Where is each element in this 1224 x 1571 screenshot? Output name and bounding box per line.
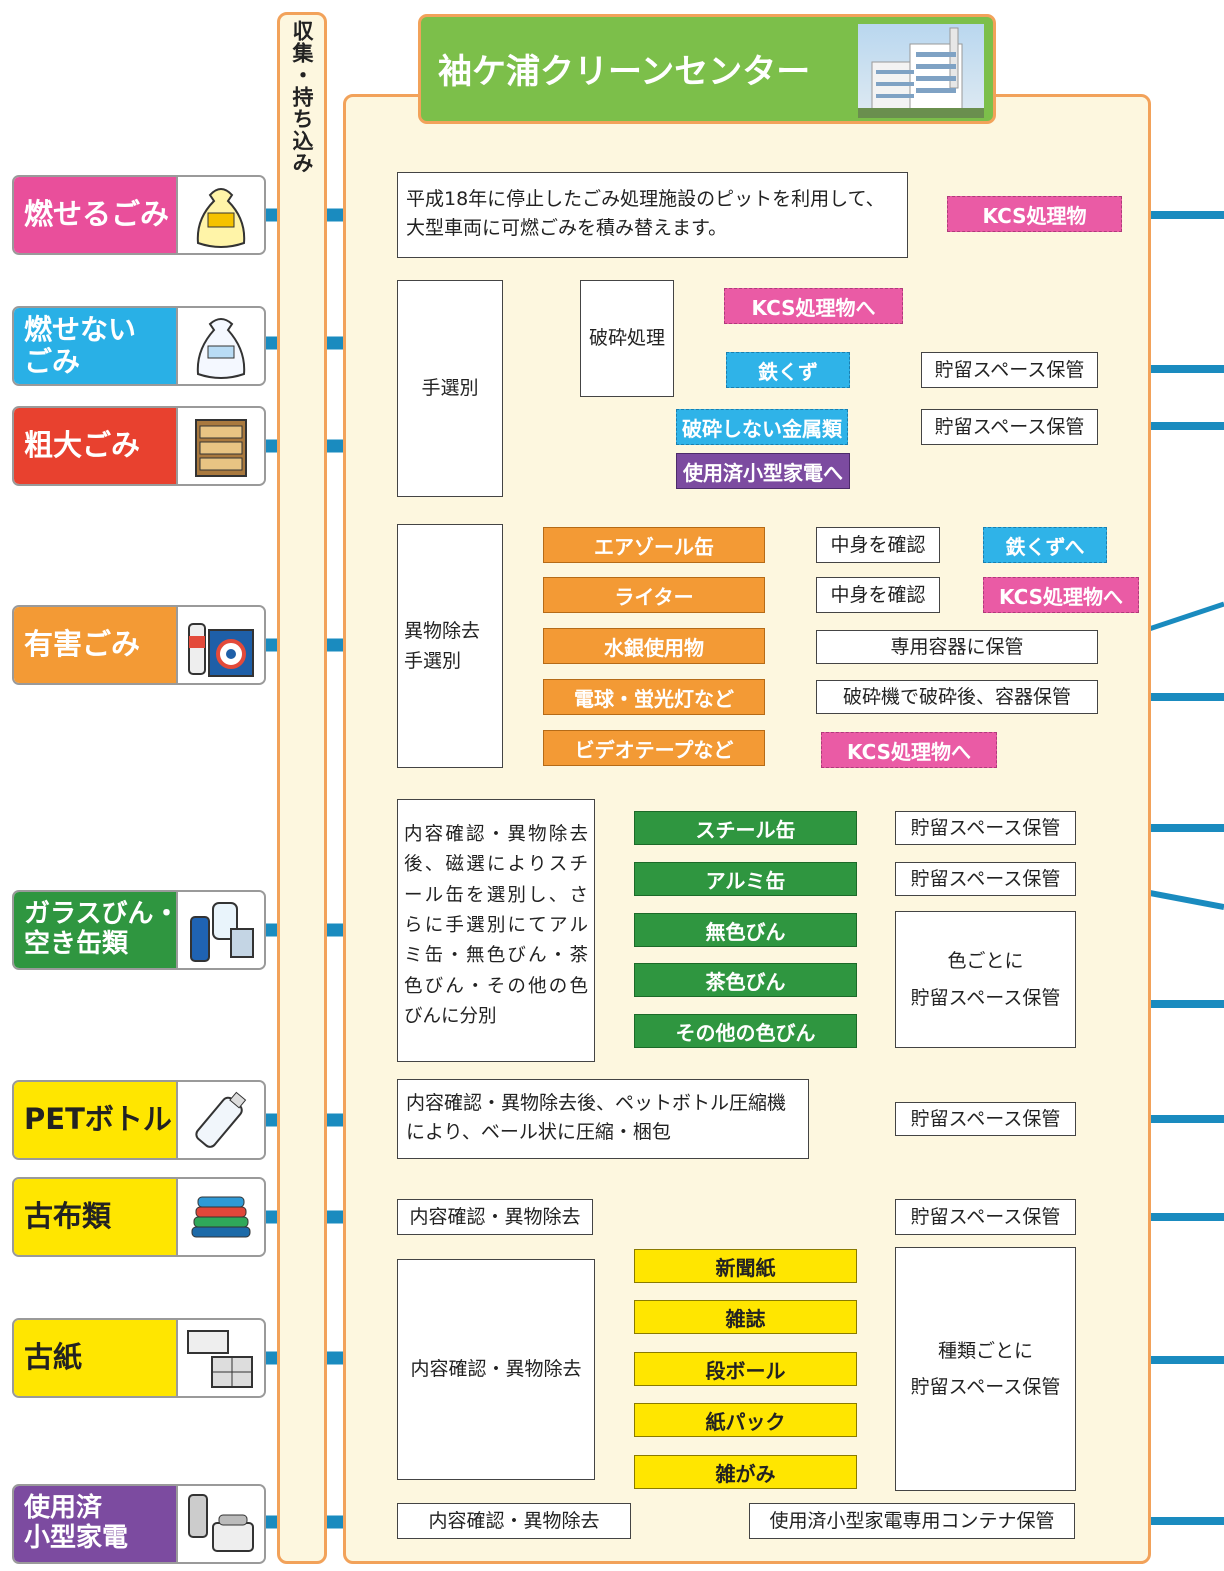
storage-box-metals: 貯留スペース保管 — [921, 409, 1098, 445]
newspaper-bundle-icon — [176, 1320, 264, 1396]
crush-process-box: 破砕処理 — [580, 280, 674, 397]
bulbs-tag: 電球・蛍光灯など — [543, 679, 765, 715]
category-label: 燃せるごみ — [14, 177, 182, 253]
category-label: PETボトル — [14, 1082, 182, 1158]
small-appliance-tag: 使用済小型家電へ — [676, 453, 850, 489]
category-bulky: 粗大ごみ — [12, 406, 266, 486]
aerosol-check-box: 中身を確認 — [816, 527, 940, 563]
paper-storage-box: 種類ごとに 貯留スペース保管 — [895, 1247, 1076, 1491]
hazardous-process-box: 異物除去 手選別 — [397, 524, 503, 768]
color-storage-box: 色ごとに 貯留スペース保管 — [895, 911, 1076, 1048]
steel-can-tag: スチール缶 — [634, 811, 857, 845]
other-color-bottle-tag: その他の色びん — [634, 1014, 857, 1048]
lighter-check-box: 中身を確認 — [816, 577, 940, 613]
appliance-process-box: 内容確認・異物除去 — [397, 1503, 631, 1539]
misc-paper-tag: 雑がみ — [634, 1455, 857, 1489]
category-label: 古紙 — [14, 1320, 182, 1396]
category-pet-bottle: PETボトル — [12, 1080, 266, 1160]
pet-storage-box: 貯留スペース保管 — [895, 1102, 1076, 1136]
clothes-stack-icon — [176, 1179, 264, 1255]
clear-bottle-tag: 無色びん — [634, 913, 857, 947]
category-glass-cans: ガラスびん・ 空き缶類 — [12, 890, 266, 970]
category-paper: 古紙 — [12, 1318, 266, 1398]
category-label: 使用済 小型家電 — [14, 1486, 182, 1562]
kcs-output-tag: KCS処理物 — [947, 196, 1122, 232]
aluminum-can-tag: アルミ缶 — [634, 862, 857, 896]
category-label: 古布類 — [14, 1179, 182, 1255]
burnable-process-box: 平成18年に停止したごみ処理施設のピットを利用して、 大型車両に可燃ごみを積み替… — [397, 172, 908, 258]
facility-title: 袖ケ浦クリーンセンター — [438, 52, 811, 92]
aerosol-tag: エアゾール缶 — [543, 527, 765, 563]
lighter-tag: ライター — [543, 577, 765, 613]
category-label: 粗大ごみ — [14, 408, 182, 484]
steel-storage-box: 貯留スペース保管 — [895, 811, 1076, 845]
newspaper-tag: 新聞紙 — [634, 1249, 857, 1283]
category-label: 有害ごみ — [14, 607, 182, 683]
pet-process-box: 内容確認・異物除去後、ペットボトル圧縮機 により、ベール状に圧縮・梱包 — [397, 1079, 809, 1159]
storage-box-iron: 貯留スペース保管 — [921, 352, 1098, 388]
category-burnable: 燃せるごみ — [12, 175, 266, 255]
category-cloth: 古布類 — [12, 1177, 266, 1257]
iron-scrap-tag: 鉄くず — [726, 352, 850, 388]
category-hazardous: 有害ごみ — [12, 605, 266, 685]
cloth-process-box: 内容確認・異物除去 — [397, 1199, 593, 1235]
hand-sort-box: 手選別 — [397, 280, 503, 497]
vertical-label: 収集・持ち込み — [290, 20, 314, 174]
paper-carton-tag: 紙パック — [634, 1403, 857, 1437]
bottle-can-icon — [176, 892, 264, 968]
category-label: 燃せない ごみ — [14, 308, 182, 384]
building-photo — [858, 24, 984, 118]
video-tag: ビデオテープなど — [543, 730, 765, 766]
category-label: ガラスびん・ 空き缶類 — [14, 892, 182, 968]
dresser-icon — [176, 408, 264, 484]
bulbs-out-box: 破砕機で破砕後、容器保管 — [816, 680, 1098, 714]
pet-bottle-icon — [176, 1082, 264, 1158]
cloth-storage-box: 貯留スペース保管 — [895, 1199, 1076, 1235]
phone-appliance-icon — [176, 1486, 264, 1562]
metals-tag: 破砕しない金属類 — [676, 409, 848, 445]
mercury-tag: 水銀使用物 — [543, 628, 765, 664]
category-small-appliance: 使用済 小型家電 — [12, 1484, 266, 1564]
garbage-bag-yellow-icon — [176, 177, 264, 253]
collection-strip — [277, 12, 327, 1564]
mercury-out-box: 専用容器に保管 — [816, 630, 1098, 664]
appliance-storage-box: 使用済小型家電専用コンテナ保管 — [749, 1503, 1075, 1539]
garbage-bag-clear-icon — [176, 308, 264, 384]
category-nonburnable: 燃せない ごみ — [12, 306, 266, 386]
aluminum-storage-box: 貯留スペース保管 — [895, 862, 1076, 896]
brown-bottle-tag: 茶色びん — [634, 963, 857, 997]
lighter-out-tag: KCS処理物へ — [983, 577, 1139, 613]
aerosol-out-tag: 鉄くずへ — [983, 527, 1107, 563]
to-kcs-tag: KCS処理物へ — [724, 288, 903, 324]
magazine-tag: 雑誌 — [634, 1300, 857, 1334]
video-out-tag: KCS処理物へ — [821, 732, 997, 768]
spray-can-battery-icon — [176, 607, 264, 683]
paper-process-box: 内容確認・異物除去 — [397, 1259, 595, 1480]
cardboard-tag: 段ボール — [634, 1352, 857, 1386]
glass-process-box: 内容確認・異物除去後、磁選によりスチール缶を選別し、さらに手選別にてアルミ缶・無… — [397, 799, 595, 1062]
